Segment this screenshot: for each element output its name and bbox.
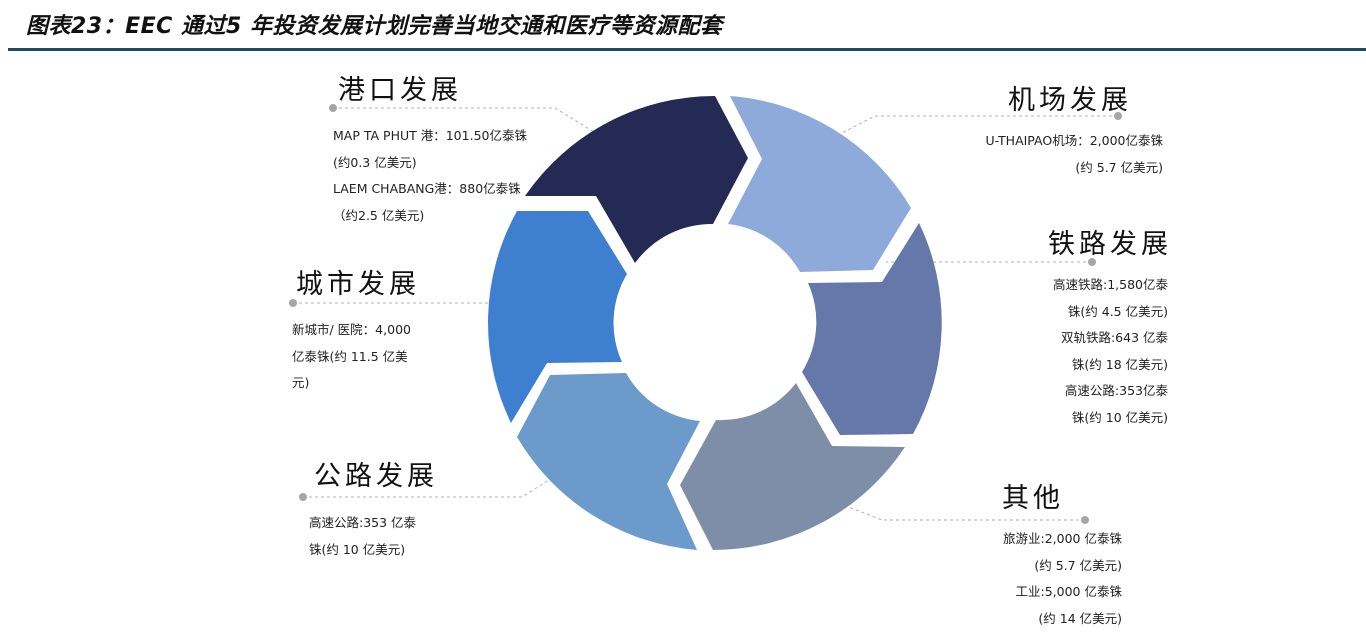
segment-road xyxy=(517,373,700,550)
segment-airport xyxy=(728,96,911,272)
desc-rail-line: 铢(约 4.5 亿美元) xyxy=(1067,303,1168,319)
desc-port-line: （约2.5 亿美元) xyxy=(333,207,425,223)
dot-airport xyxy=(1114,112,1122,120)
desc-airport-line: U-THAIPAO机场：2,000亿泰铢 xyxy=(985,133,1163,148)
dot-rail xyxy=(1088,258,1096,266)
segment-rail xyxy=(802,223,942,435)
leader-line-road xyxy=(303,477,553,498)
desc-road: 高速公路:353 亿泰 铢(约 10 亿美元) xyxy=(309,510,416,563)
desc-rail-line: 铢(约 10 亿美元) xyxy=(1071,409,1168,425)
desc-other-line: 工业:5,000 亿泰铢 xyxy=(1015,584,1122,599)
segment-other xyxy=(680,383,905,551)
desc-city-line: 新城市/ 医院：4,000 xyxy=(292,322,411,337)
segment-port xyxy=(525,95,748,263)
desc-road-line: 铢(约 10 亿美元) xyxy=(309,541,406,557)
desc-city: 新城市/ 医院：4,000 亿泰铢(约 11.5 亿美 元) xyxy=(292,317,411,397)
desc-airport: U-THAIPAO机场：2,000亿泰铢 (约 5.7 亿美元) xyxy=(986,128,1163,181)
desc-rail-line: 高速公路:353亿泰 xyxy=(1064,383,1168,398)
desc-rail-line: 铢(约 18 亿美元) xyxy=(1071,356,1168,372)
dot-city xyxy=(289,299,297,307)
leader-line-airport xyxy=(837,115,1118,136)
title-rule xyxy=(8,48,1366,51)
desc-other-line: (约 5.7 亿美元) xyxy=(1034,557,1122,573)
desc-airport-line: (约 5.7 亿美元) xyxy=(1075,159,1163,175)
figure-title: 图表23：EEC 通过5 年投资发展计划完善当地交通和医疗等资源配套 xyxy=(26,14,723,39)
desc-rail-line: 高速铁路:1,580亿泰 xyxy=(1053,277,1168,292)
desc-road-line: 高速公路:353 亿泰 xyxy=(309,515,417,530)
desc-port-line: LAEM CHABANG港：880亿泰铢 xyxy=(333,181,521,196)
heading-rail: 铁路发展 xyxy=(1048,229,1172,260)
desc-city-line: 元) xyxy=(292,375,310,390)
desc-port-line: MAP TA PHUT 港：101.50亿泰铢 xyxy=(333,128,527,143)
leader-dots xyxy=(289,104,1122,524)
heading-road: 公路发展 xyxy=(314,461,438,492)
desc-other: 旅游业:2,000 亿泰铢 (约 5.7 亿美元) 工业:5,000 亿泰铢 (… xyxy=(1003,526,1122,632)
heading-other: 其他 xyxy=(1002,483,1064,514)
desc-other-line: 旅游业:2,000 亿泰铢 xyxy=(1003,531,1122,546)
desc-port: MAP TA PHUT 港：101.50亿泰铢 (约0.3 亿美元) LAEM … xyxy=(333,123,527,229)
heading-port: 港口发展 xyxy=(338,75,462,106)
segment-city xyxy=(488,211,627,423)
dot-port xyxy=(329,104,337,112)
desc-city-line: 亿泰铢(约 11.5 亿美 xyxy=(292,348,408,364)
heading-airport: 机场发展 xyxy=(1008,85,1132,116)
desc-other-line: (约 14 亿美元) xyxy=(1038,610,1122,626)
heading-city: 城市发展 xyxy=(296,269,420,300)
leader-line-other xyxy=(837,502,1085,521)
dot-road xyxy=(299,493,307,501)
desc-rail: 高速铁路:1,580亿泰 铢(约 4.5 亿美元) 双轨铁路:643 亿泰 铢(… xyxy=(1053,272,1168,431)
dot-other xyxy=(1081,516,1089,524)
desc-port-line: (约0.3 亿美元) xyxy=(333,154,417,170)
desc-rail-line: 双轨铁路:643 亿泰 xyxy=(1060,330,1168,345)
